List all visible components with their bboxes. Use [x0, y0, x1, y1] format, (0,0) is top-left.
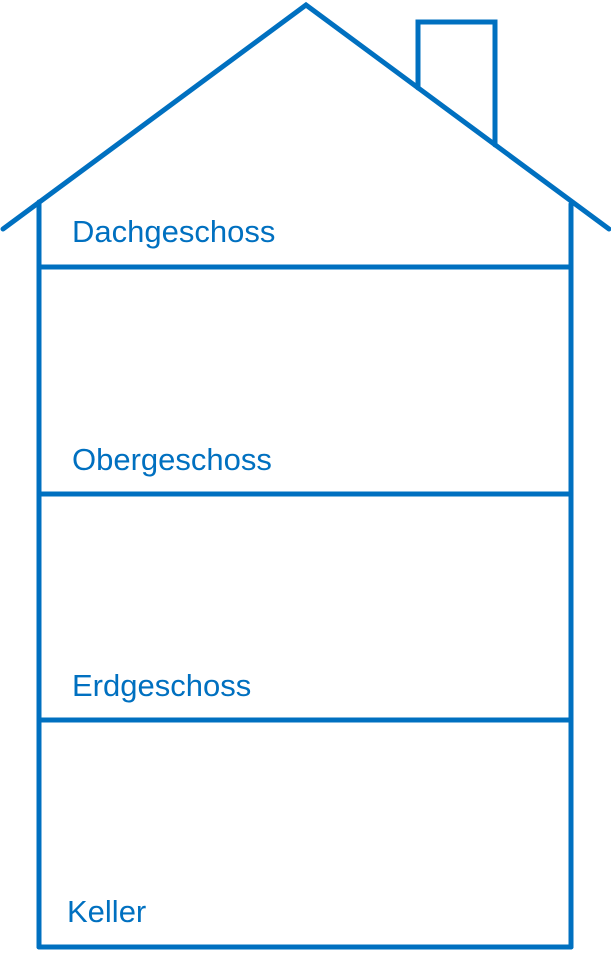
- chimney: [415, 19, 498, 148]
- floor-label-erdgeschoss: Erdgeschoss: [72, 668, 251, 703]
- floor-label-obergeschoss: Obergeschoss: [72, 442, 272, 477]
- floor-label-dachgeschoss: Dachgeschoss: [72, 214, 275, 249]
- floor-label-keller: Keller: [67, 894, 146, 929]
- roof-outline: [0, 1, 611, 232]
